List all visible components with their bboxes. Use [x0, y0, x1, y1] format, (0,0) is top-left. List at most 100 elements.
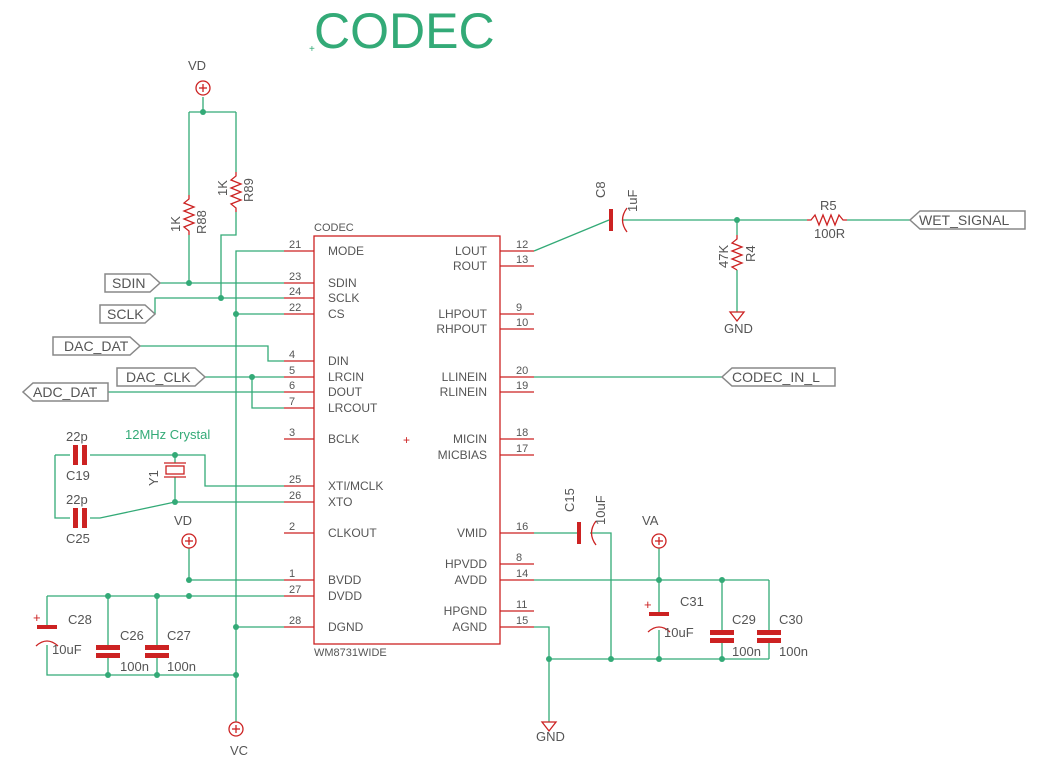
gnd-r4[interactable]: GND: [724, 311, 753, 336]
y1-name: Y1: [146, 470, 161, 486]
pin-label: DGND: [328, 620, 364, 634]
title-origin-mark: +: [309, 44, 315, 55]
capacitor-c29[interactable]: C29 100n: [710, 612, 761, 659]
net-label: DAC_CLK: [126, 369, 191, 385]
power-vd-top[interactable]: VD: [188, 58, 211, 96]
pin-number: 16: [516, 521, 528, 533]
pin-number: 28: [289, 615, 301, 627]
ic-origin-mark: +: [403, 433, 410, 447]
pin-number: 9: [516, 302, 522, 314]
junction: [233, 672, 239, 678]
r88-name: R88: [194, 210, 209, 234]
net-adc-dat[interactable]: ADC_DAT: [21, 382, 109, 402]
net-wet-signal[interactable]: WET_SIGNAL: [908, 210, 1026, 230]
net-label: DAC_DAT: [64, 338, 129, 354]
net-dac-clk[interactable]: DAC_CLK: [116, 367, 207, 387]
net-dac-dat[interactable]: DAC_DAT: [52, 336, 142, 356]
c30-name: C30: [779, 612, 803, 627]
pin-number: 14: [516, 568, 528, 580]
pin-number: 4: [289, 349, 295, 361]
c26-name: C26: [120, 628, 144, 643]
capacitor-c27[interactable]: C27 100n: [145, 628, 196, 674]
capacitor-c30[interactable]: C30 100n: [757, 612, 808, 659]
resistor-r88[interactable]: 1K R88: [168, 195, 209, 235]
r4-value: 47K: [716, 245, 731, 268]
pin-label: BCLK: [328, 432, 359, 446]
pin-label: LRCIN: [328, 370, 364, 384]
net-label: WET_SIGNAL: [919, 212, 1009, 228]
capacitor-c26[interactable]: C26 100n: [96, 628, 149, 674]
r89-name: R89: [241, 178, 256, 202]
ic-pin-dgnd[interactable]: 28 DGND: [284, 615, 364, 634]
power-vd-mid[interactable]: VD: [174, 513, 197, 549]
pin-number: 25: [289, 474, 301, 486]
junction: [656, 577, 662, 583]
crystal-y1[interactable]: Y1 12MHz Crystal: [125, 427, 210, 486]
ic-pin-xti-mclk[interactable]: 25 XTI/MCLK: [284, 474, 383, 493]
resistor-r89[interactable]: 1K R89: [215, 172, 256, 212]
capacitor-c8[interactable]: C8 1uF: [593, 181, 640, 233]
net-label: ADC_DAT: [33, 384, 98, 400]
c27-value: 100n: [167, 659, 196, 674]
c31-value: 10uF: [664, 625, 694, 640]
net-codec-in-l[interactable]: CODEC_IN_L: [720, 367, 836, 387]
capacitor-c15[interactable]: C15 10uF: [562, 488, 608, 546]
pin-label: AGND: [452, 620, 487, 634]
pin-number: 3: [289, 427, 295, 439]
r5-name: R5: [820, 198, 837, 213]
pin-number: 12: [516, 239, 528, 251]
pin-label: XTI/MCLK: [328, 479, 383, 493]
pin-label: DVDD: [328, 589, 362, 603]
junction: [719, 577, 725, 583]
capacitor-c19[interactable]: 22p C19: [66, 429, 90, 483]
junction: [172, 499, 178, 505]
capacitor-c28[interactable]: + C28 10uF: [33, 610, 92, 657]
gnd-bottom[interactable]: GND: [536, 721, 565, 744]
c19-name: C19: [66, 468, 90, 483]
power-va[interactable]: VA: [642, 513, 667, 549]
net-sclk[interactable]: SCLK: [99, 304, 157, 324]
pin-label: MICBIAS: [438, 448, 487, 462]
net-sdin[interactable]: SDIN: [104, 273, 162, 293]
resistor-r5[interactable]: R5 100R: [807, 198, 847, 241]
capacitor-c31[interactable]: + C31 10uF: [644, 594, 704, 640]
ic-pin-bclk[interactable]: 3 BCLK: [284, 427, 359, 446]
pin-label: RHPOUT: [436, 322, 487, 336]
junction: [200, 109, 206, 115]
junction: [105, 593, 111, 599]
r88-value: 1K: [168, 216, 183, 232]
resistor-r4[interactable]: 47K R4: [716, 235, 758, 271]
power-vc[interactable]: VC: [228, 721, 248, 758]
c31-polarity: +: [644, 597, 652, 612]
c8-name: C8: [593, 181, 608, 198]
net-label: SCLK: [107, 306, 144, 322]
capacitor-c25[interactable]: 22p C25: [66, 492, 90, 546]
